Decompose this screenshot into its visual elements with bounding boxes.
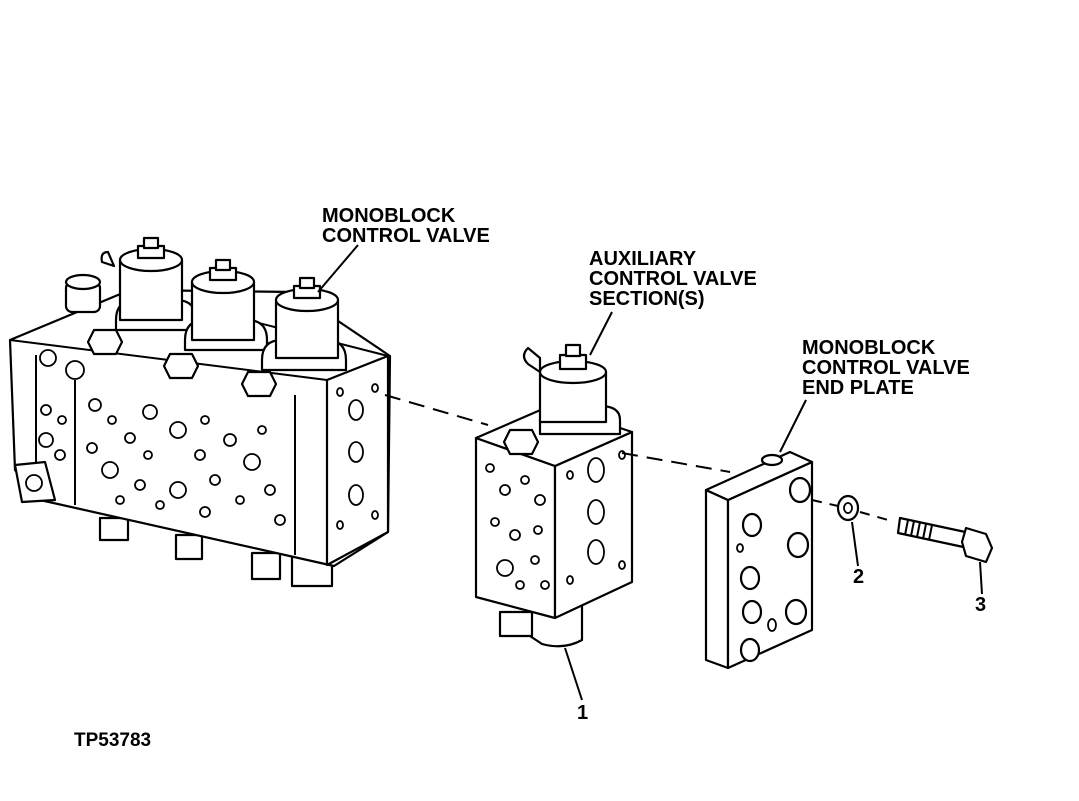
assembly-line-2 — [621, 452, 731, 473]
label-monoblock-control-valve: MONOBLOCK CONTROL VALVE — [322, 206, 490, 246]
label-end-plate: MONOBLOCK CONTROL VALVE END PLATE — [802, 338, 970, 398]
auxiliary-control-valve-section-drawing — [474, 343, 634, 648]
label-line: CONTROL VALVE — [589, 268, 757, 290]
label-line: MONOBLOCK — [322, 205, 456, 227]
washer-drawing — [836, 494, 860, 522]
bolt-drawing — [896, 516, 994, 564]
label-auxiliary-control-valve-section: AUXILIARY CONTROL VALVE SECTION(S) — [589, 249, 757, 309]
label-line: END PLATE — [802, 377, 914, 399]
assembly-line-1 — [384, 394, 489, 426]
callout-1: 1 — [577, 702, 589, 724]
label-line: CONTROL VALVE — [802, 357, 970, 379]
callout-2: 2 — [853, 566, 865, 588]
callout-3: 3 — [975, 594, 987, 616]
leader-lines — [317, 244, 983, 701]
label-line: CONTROL VALVE — [322, 225, 490, 247]
label-line: SECTION(S) — [589, 288, 705, 310]
label-line: AUXILIARY — [589, 248, 697, 270]
end-plate-drawing — [704, 450, 814, 670]
figure-id: TP53783 — [74, 730, 152, 751]
monoblock-control-valve-drawing — [8, 236, 392, 588]
label-line: MONOBLOCK — [802, 337, 936, 359]
